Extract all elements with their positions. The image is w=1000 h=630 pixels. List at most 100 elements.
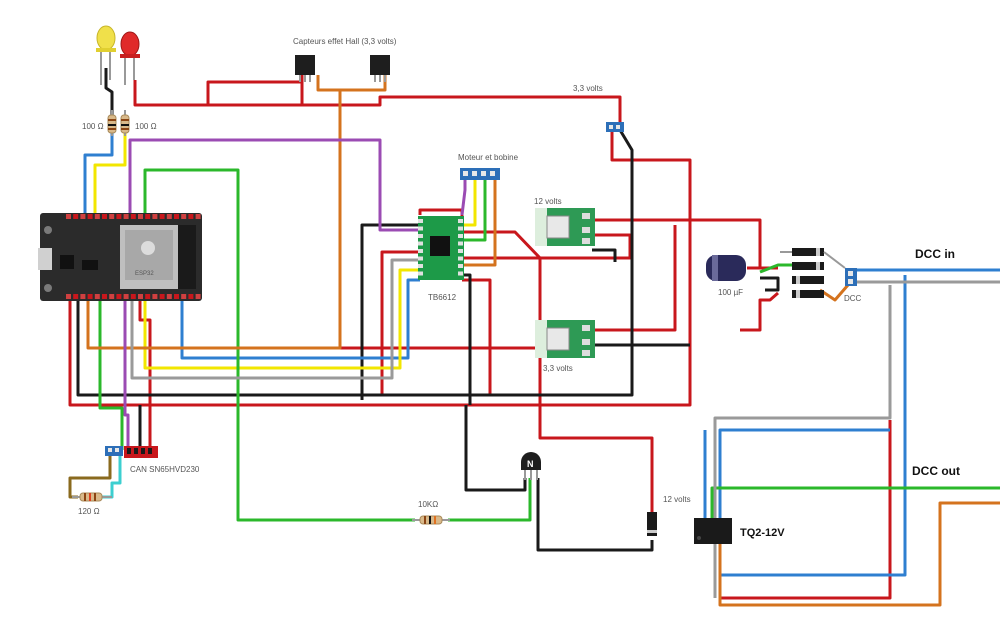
red-wire-esp-top [143,298,590,350]
capacitor-100uf [706,255,746,281]
esp32-pins-bottom [66,294,201,299]
esp32-pin [130,294,136,299]
esp32-pins-top [66,214,201,219]
esp32-pin [195,214,201,219]
esp32-pin [174,214,179,219]
purple-wire-esp [128,138,420,232]
esp32-board: ESP32 [38,213,202,301]
black-wire-dc [592,248,617,262]
esp32-pin [138,294,143,299]
esp32-pin [174,294,179,299]
resistor-10k-label: 10KΩ [418,500,438,509]
diode-bridge [780,248,846,298]
esp32-pin [145,294,151,299]
tb6612-pin [458,226,463,231]
v12-bottom-label: 12 volts [663,495,691,504]
resistor-100-right [120,110,130,136]
tb6612-pin [458,241,463,246]
esp32-pin [188,214,194,219]
capacitor-label: 100 µF [718,288,743,297]
esp-module-label: ESP32 [135,271,154,277]
green-wire-10k [448,478,532,522]
esp32-pin [116,214,122,219]
hall-sensor-1 [295,55,315,82]
resistor-120 [72,492,112,502]
tb6612-pin [458,256,463,261]
yellow-wire-tb [143,268,420,370]
esp32-pin [166,294,172,299]
orange-wire-hall2 [340,75,387,92]
black-wire-transistor [464,405,527,492]
blue-wire-tb [180,278,420,360]
esp32-pin [159,294,165,299]
esp32-pin [152,214,158,219]
red-wire-top [133,80,302,107]
red-wire-bridge [740,291,779,332]
hall-sensor-2 [370,55,390,82]
resistor-100-left-label: 100 Ω [82,122,104,131]
power-connector-top [606,122,624,132]
esp32-pin [87,294,93,299]
tb6612-driver [418,216,464,280]
red-wire-dc1-b [450,233,632,260]
esp32-pin [188,294,194,299]
red-wire-tb-12v [418,208,654,520]
esp32-pin [181,214,187,219]
wires [68,68,1000,607]
esp32-pin [94,214,100,219]
esp32-pin [94,294,100,299]
red-wire-dc1 [592,218,778,270]
black-wire-main [76,129,634,397]
black-wire-tb [360,223,420,400]
esp32-pin [116,294,122,299]
tb6612-pin [458,249,463,253]
red-led [120,31,140,85]
dc-converter-3v3 [535,320,595,358]
can-connector [105,446,158,458]
grey-wire-dcc [713,285,892,598]
esp32-pin [166,214,172,219]
tb6612-pin [418,271,423,276]
transistor-mark: N [527,459,534,469]
tb6612-pin [418,241,423,246]
dcc-connector [845,268,857,286]
green-wire-can [98,298,124,450]
red-wire-top-right [208,95,622,122]
npn-transistor: N [521,452,541,480]
esp32-pin [102,294,107,299]
esp32-pin [123,294,129,299]
red-wire-tq2 [700,420,892,600]
orange-wire-motor [462,178,497,267]
orange-wire-hall [86,75,342,350]
tb6612-pin [418,234,423,238]
yellow-led [96,25,116,85]
esp32-pin [73,294,79,299]
tb6612-pin [458,234,463,238]
tb6612-pin [458,271,463,276]
esp32-pin [73,214,79,219]
esp32-pin [102,214,107,219]
black-wire-led [104,68,114,115]
motor-connector [460,168,500,180]
esp32-pin [130,214,136,219]
tb6612-pin [458,219,463,223]
red-wire-tb-right [462,278,492,395]
black-wire-transistor-gnd [536,478,654,552]
red-wire-dc2 [592,225,677,332]
green-wire-motor [462,178,487,242]
tb6612-pin [418,226,423,231]
brown-wire-can [68,455,112,499]
esp32-pin [145,214,151,219]
can-label: CAN SN65HVD230 [130,465,200,474]
resistor-100-right-label: 100 Ω [135,122,157,131]
tq2-relay [694,518,732,544]
esp32-pin [87,214,93,219]
green-wire-bridge [759,263,795,274]
dcc-in-label: DCC in [915,247,955,261]
esp32-pin [123,214,129,219]
grey-wire-tb [130,258,420,380]
esp32-pin [195,294,201,299]
yellow-wire-led [93,130,127,215]
tq2-label: TQ2-12V [740,527,785,539]
